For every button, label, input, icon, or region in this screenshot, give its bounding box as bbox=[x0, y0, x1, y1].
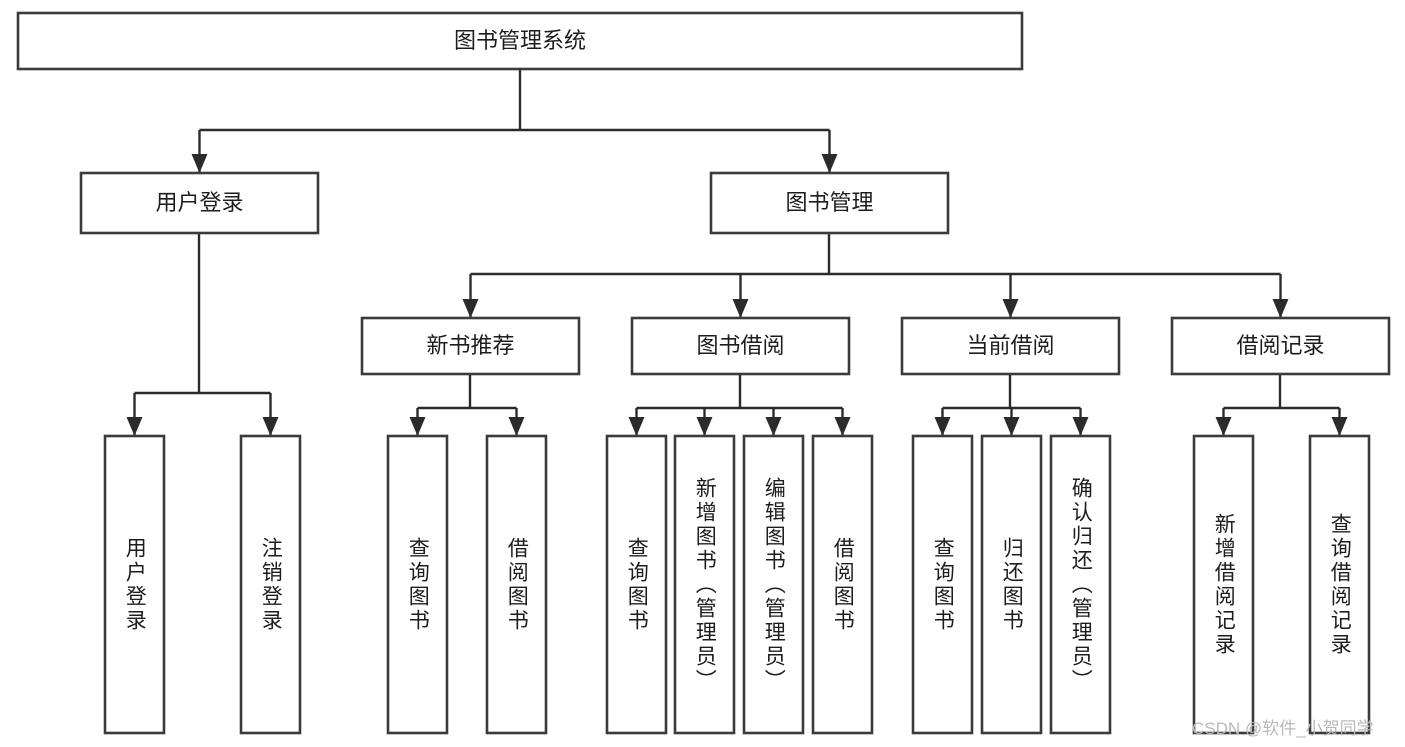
node-box-fn-confirm-return[interactable] bbox=[1049, 434, 1112, 735]
arrow-head-icon bbox=[628, 417, 645, 436]
node-box-fn-user-logout[interactable] bbox=[239, 434, 302, 735]
node-fn-query-book-cur[interactable] bbox=[911, 434, 974, 735]
arrow-head-icon bbox=[1003, 417, 1020, 436]
node-fn-add-record[interactable] bbox=[1192, 434, 1255, 735]
node-box-root[interactable] bbox=[16, 11, 1024, 71]
node-fn-confirm-return[interactable] bbox=[1049, 434, 1112, 735]
node-fn-query-record[interactable] bbox=[1308, 434, 1371, 735]
node-label-user-login: 用户登录 bbox=[155, 190, 243, 215]
edge-group-new-book-rec bbox=[409, 374, 525, 436]
node-label-root: 图书管理系统 bbox=[454, 28, 586, 53]
arrow-head-icon bbox=[765, 417, 782, 436]
node-box-fn-query-book-rec[interactable] bbox=[386, 434, 449, 735]
node-fn-query-book[interactable] bbox=[605, 434, 668, 735]
edge-group-current-borrow bbox=[934, 374, 1089, 436]
node-box-fn-borrow-book-rec[interactable] bbox=[485, 434, 548, 735]
node-fn-return-book[interactable] bbox=[980, 434, 1043, 735]
node-box-fn-add-book[interactable] bbox=[673, 434, 736, 735]
node-current-borrow[interactable]: 当前借阅 bbox=[900, 316, 1121, 376]
node-box-fn-query-book[interactable] bbox=[605, 434, 668, 735]
node-root[interactable]: 图书管理系统 bbox=[16, 11, 1024, 71]
arrow-head-icon bbox=[262, 417, 279, 436]
node-box-book-manage[interactable] bbox=[709, 171, 950, 235]
node-box-fn-edit-book[interactable] bbox=[742, 434, 805, 735]
arrow-head-icon bbox=[1215, 417, 1232, 436]
node-borrow-record[interactable]: 借阅记录 bbox=[1170, 316, 1391, 376]
node-label-book-manage: 图书管理 bbox=[785, 190, 873, 215]
node-box-current-borrow[interactable] bbox=[900, 316, 1121, 376]
node-box-fn-query-record[interactable] bbox=[1308, 434, 1371, 735]
arrow-head-icon bbox=[834, 417, 851, 436]
node-box-book-borrow[interactable] bbox=[630, 316, 851, 376]
node-label-new-book-rec: 新书推荐 bbox=[426, 333, 514, 358]
node-new-book-rec[interactable]: 新书推荐 bbox=[360, 316, 581, 376]
node-box-user-login[interactable] bbox=[79, 171, 320, 235]
node-box-borrow-record[interactable] bbox=[1170, 316, 1391, 376]
node-fn-query-book-rec[interactable] bbox=[386, 434, 449, 735]
node-box-fn-borrow-book[interactable] bbox=[811, 434, 874, 735]
arrow-head-icon bbox=[732, 299, 749, 318]
node-fn-borrow-book-rec[interactable] bbox=[485, 434, 548, 735]
arrow-head-icon bbox=[821, 154, 838, 173]
edge-group-borrow-record bbox=[1215, 374, 1348, 436]
edge-group-user-login bbox=[126, 233, 279, 436]
node-box-fn-add-record[interactable] bbox=[1192, 434, 1255, 735]
node-label-current-borrow: 当前借阅 bbox=[966, 333, 1054, 358]
node-fn-user-login[interactable] bbox=[103, 434, 166, 735]
node-fn-user-logout[interactable] bbox=[239, 434, 302, 735]
edge-group-root bbox=[191, 69, 838, 173]
node-user-login[interactable]: 用户登录 bbox=[79, 171, 320, 235]
arrow-head-icon bbox=[1002, 299, 1019, 318]
arrow-head-icon bbox=[1331, 417, 1348, 436]
node-book-manage[interactable]: 图书管理 bbox=[709, 171, 950, 235]
arrow-head-icon bbox=[191, 154, 208, 173]
node-box-fn-query-book-cur[interactable] bbox=[911, 434, 974, 735]
arrow-head-icon bbox=[1272, 299, 1289, 318]
arrow-head-icon bbox=[696, 417, 713, 436]
node-fn-add-book[interactable] bbox=[673, 434, 736, 735]
arrow-head-icon bbox=[462, 299, 479, 318]
node-fn-borrow-book[interactable] bbox=[811, 434, 874, 735]
edge-group-book-borrow bbox=[628, 374, 851, 436]
arrow-head-icon bbox=[934, 417, 951, 436]
connector-layer bbox=[126, 69, 1348, 436]
node-book-borrow[interactable]: 图书借阅 bbox=[630, 316, 851, 376]
node-fn-edit-book[interactable] bbox=[742, 434, 805, 735]
node-label-book-borrow: 图书借阅 bbox=[696, 333, 784, 358]
node-label-borrow-record: 借阅记录 bbox=[1236, 333, 1324, 358]
edge-group-book-manage bbox=[462, 233, 1289, 318]
node-box-new-book-rec[interactable] bbox=[360, 316, 581, 376]
arrow-head-icon bbox=[126, 417, 143, 436]
node-box-fn-user-login[interactable] bbox=[103, 434, 166, 735]
arrow-head-icon bbox=[409, 417, 426, 436]
arrow-head-icon bbox=[1072, 417, 1089, 436]
node-box-fn-return-book[interactable] bbox=[980, 434, 1043, 735]
arrow-head-icon bbox=[508, 417, 525, 436]
